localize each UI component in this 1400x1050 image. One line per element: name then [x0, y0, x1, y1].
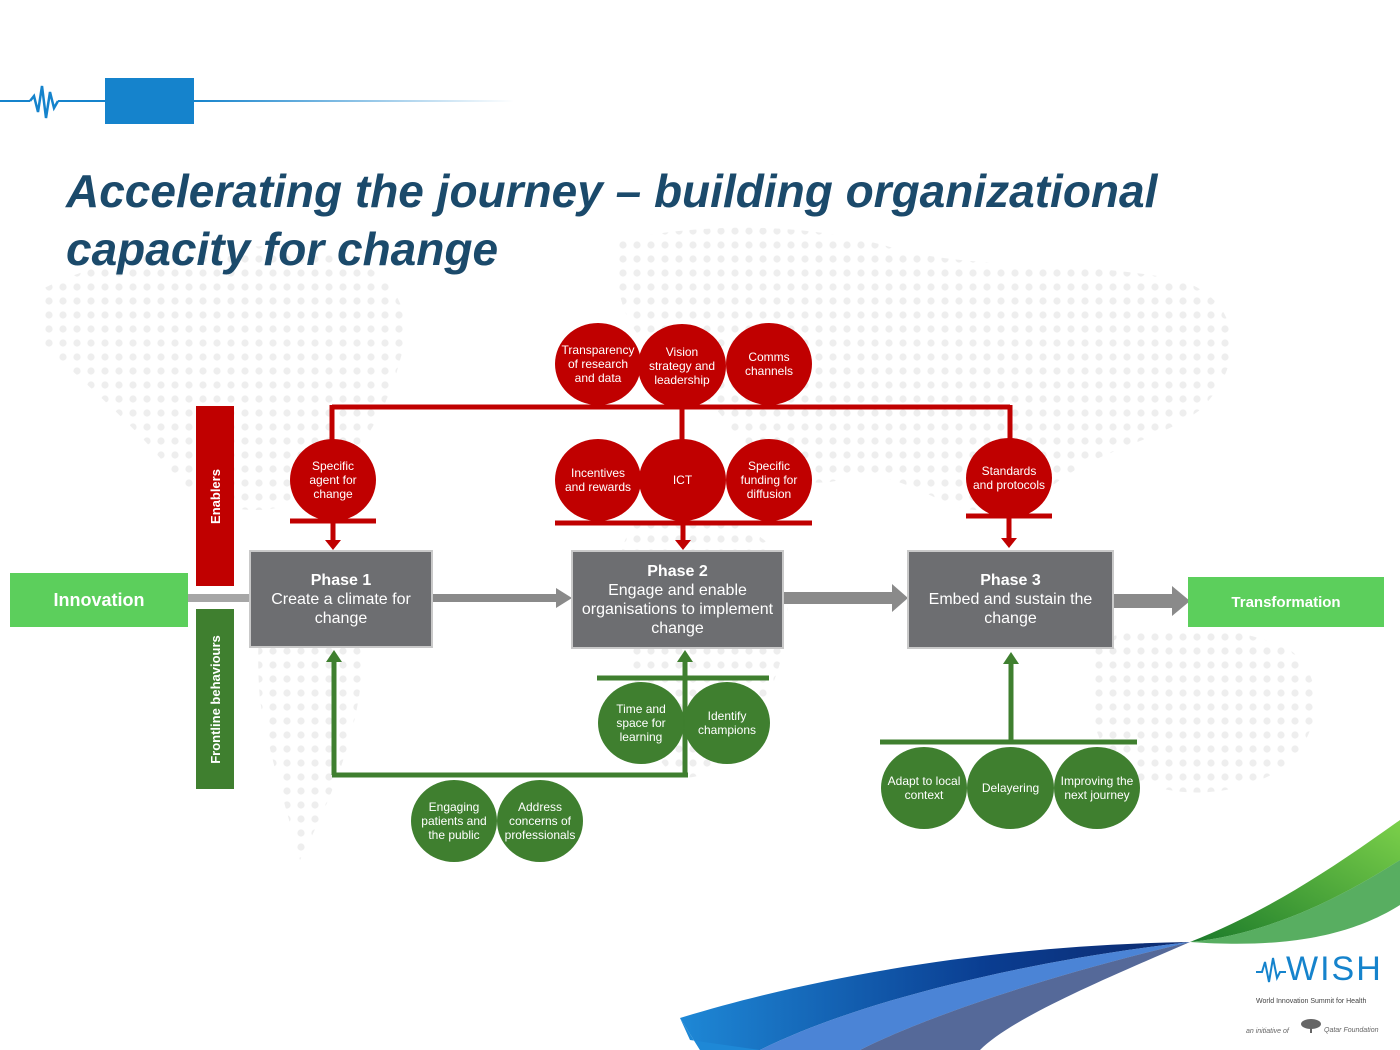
tree-icon	[1301, 1019, 1321, 1033]
frontline-engaging-patients-label: Engaging patients and the public	[421, 800, 487, 842]
innovation-label: Innovation	[53, 589, 145, 610]
frontline-identify-champions-label: Identify champions	[697, 709, 757, 737]
frontline-time-space-label: Time and space for learning	[616, 702, 666, 744]
enabler-vision: Vision strategy and leadership	[638, 324, 726, 408]
frontline-adapt-local-label: Adapt to local context	[887, 774, 961, 802]
frontline-address-concerns: Address concerns of professionals	[497, 780, 583, 862]
frontline-identify-champions: Identify champions	[684, 682, 770, 764]
phase-3-box: Phase 3 Embed and sustain the change	[907, 550, 1114, 649]
enabler-arrowheads	[325, 538, 1017, 550]
enabler-specific-agent-label: Specific agent for change	[309, 459, 357, 501]
transformation-label: Transformation	[1231, 593, 1341, 611]
enabler-incentives: Incentives and rewards	[555, 439, 641, 521]
enabler-ict: ICT	[639, 439, 726, 521]
qatar-foundation-label: Qatar Foundation	[1324, 1027, 1379, 1034]
initiative-label: an initiative of	[1246, 1028, 1289, 1035]
enabler-comms: Comms channels	[726, 323, 812, 405]
phase-1-box: Phase 1 Create a climate for change	[249, 550, 433, 648]
enabler-vision-label: Vision strategy and leadership	[648, 345, 716, 387]
enabler-transparency-label: Transparency of research and data	[561, 343, 635, 385]
transformation-box: Transformation	[1188, 577, 1384, 627]
enabler-standards-label: Standards and protocols	[972, 464, 1046, 492]
phase-3-name: Phase 3	[980, 572, 1041, 589]
frontline-delayering: Delayering	[967, 747, 1054, 829]
phase-3-description: Embed and sustain the change	[928, 591, 1093, 627]
decorative-swoosh	[680, 820, 1400, 1050]
header-pulse-line	[0, 78, 514, 124]
wish-logo-name: WISH	[1286, 950, 1383, 988]
enabler-ict-label: ICT	[672, 473, 693, 487]
enabler-specific-funding: Specific funding for diffusion	[726, 439, 812, 521]
frontline-behaviours-label: Frontline behaviours	[207, 634, 223, 764]
frontline-improving-journey-label: Improving the next journey	[1060, 774, 1134, 802]
enabler-standards: Standards and protocols	[966, 438, 1052, 518]
frontline-adapt-local: Adapt to local context	[881, 747, 967, 829]
frontline-time-space: Time and space for learning	[598, 682, 684, 764]
frontline-arrowheads	[326, 650, 1019, 664]
phase-1-description: Create a climate for change	[271, 590, 411, 627]
phase-2-name: Phase 2	[647, 562, 708, 580]
enabler-incentives-label: Incentives and rewards	[564, 466, 632, 494]
enabler-specific-funding-label: Specific funding for diffusion	[740, 459, 798, 501]
frontline-improving-journey: Improving the next journey	[1054, 747, 1140, 829]
phase-1-name: Phase 1	[310, 571, 372, 589]
phase-2-box: Phase 2 Engage and enable organisations …	[571, 550, 784, 649]
enabler-specific-agent: Specific agent for change	[290, 439, 376, 521]
wish-logo-tagline: World Innovation Summit for Health	[1256, 998, 1367, 1005]
enabler-transparency: Transparency of research and data	[555, 323, 641, 405]
frontline-behaviours-bar: Frontline behaviours	[196, 609, 234, 789]
frontline-address-concerns-label: Address concerns of professionals	[504, 800, 576, 842]
phase-2-description: Engage and enable organisations to imple…	[581, 581, 774, 637]
frontline-engaging-patients: Engaging patients and the public	[411, 780, 497, 862]
innovation-box: Innovation	[10, 573, 188, 627]
wish-logo: WISH World Innovation Summit for Health …	[1246, 948, 1383, 1048]
enablers-label: Enablers	[207, 468, 223, 524]
page-title: Accelerating the journey – building orga…	[66, 165, 1158, 275]
enabler-connectors	[290, 400, 1052, 541]
frontline-connectors	[331, 660, 1137, 778]
main-flow-arrows	[188, 584, 1190, 616]
enabler-comms-label: Comms channels	[744, 350, 794, 378]
frontline-delayering-label: Delayering	[981, 781, 1040, 795]
enablers-bar: Enablers	[196, 406, 234, 586]
wish-pulse-icon	[1256, 957, 1286, 983]
